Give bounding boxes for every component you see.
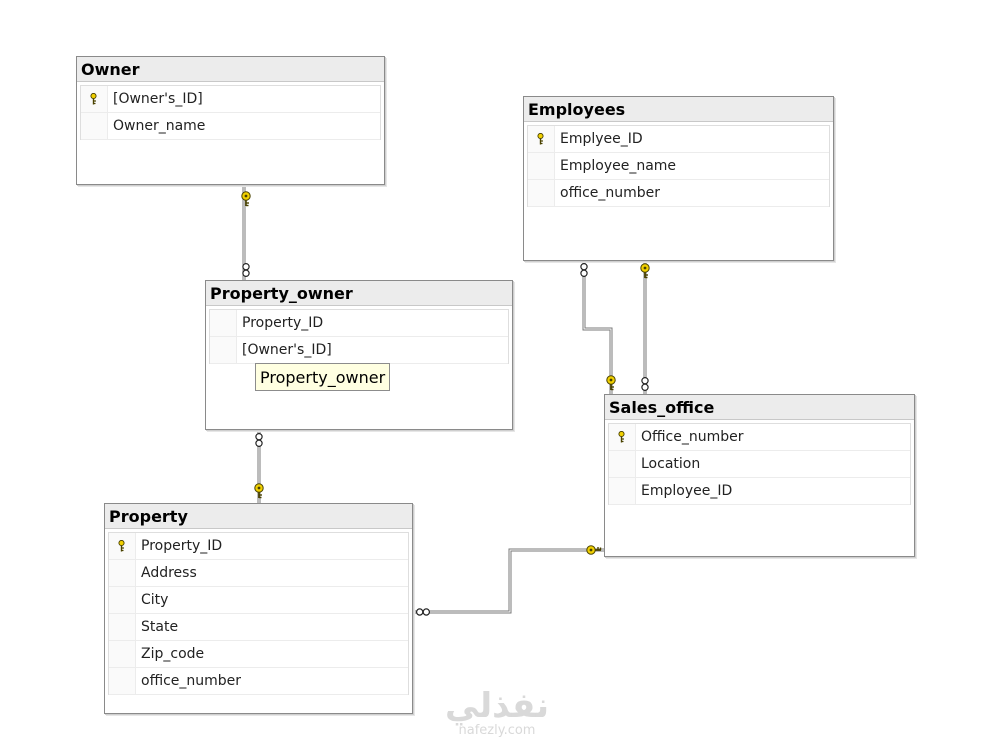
field-row[interactable]: office_number <box>109 668 408 695</box>
employees-fields: Emplyee_ID Employee_name office_number <box>527 125 830 207</box>
field-row[interactable]: State <box>109 614 408 641</box>
field-row[interactable]: Office_number <box>609 424 910 451</box>
owner-table-title[interactable]: Owner <box>77 57 384 82</box>
owner-table[interactable]: Owner [Owner's_ID] Owner_name <box>76 56 385 185</box>
property-owner-table-title[interactable]: Property_owner <box>206 281 512 306</box>
field-row[interactable]: Employee_name <box>528 153 829 180</box>
field-row[interactable]: [Owner's_ID] <box>210 337 508 364</box>
field-label: Location <box>641 456 701 472</box>
field-row[interactable]: Employee_ID <box>609 478 910 505</box>
field-label: Emplyee_ID <box>560 131 643 147</box>
rel-property-owner-property[interactable] <box>254 430 265 503</box>
field-row[interactable]: Emplyee_ID <box>528 126 829 153</box>
field-label: Property_ID <box>141 538 223 554</box>
watermark-logo: نفذلي <box>444 686 550 726</box>
field-label: Address <box>141 565 197 581</box>
primary-key-icon <box>118 540 125 552</box>
sales-office-table[interactable]: Sales_office Office_number Location Empl… <box>604 394 915 557</box>
owner-fields: [Owner's_ID] Owner_name <box>80 85 381 140</box>
primary-key-icon <box>90 93 97 105</box>
field-row[interactable]: [Owner's_ID] <box>81 86 380 113</box>
field-label: Zip_code <box>141 646 205 662</box>
property-table[interactable]: Property Property_ID Address City State <box>104 503 413 714</box>
rel-owner-property-owner[interactable] <box>241 186 251 280</box>
field-row[interactable]: Property_ID <box>109 533 408 560</box>
primary-key-icon <box>537 133 544 145</box>
field-label: City <box>141 592 169 608</box>
field-label: [Owner's_ID] <box>113 91 203 107</box>
field-label: [Owner's_ID] <box>242 342 332 358</box>
field-label: office_number <box>141 673 242 689</box>
field-row[interactable]: Location <box>609 451 910 478</box>
field-label: Owner_name <box>113 118 206 134</box>
field-row[interactable]: City <box>109 587 408 614</box>
field-label: Employee_name <box>560 158 677 174</box>
field-row[interactable]: office_number <box>528 180 829 207</box>
rel-employees-sales-office-a[interactable] <box>580 261 617 395</box>
property-fields: Property_ID Address City State Zip_code … <box>108 532 409 695</box>
watermark: نفذلي nafezly.com <box>436 688 558 738</box>
field-row[interactable]: Property_ID <box>210 310 508 337</box>
rel-property-sales-office[interactable] <box>413 544 604 616</box>
watermark-domain: nafezly.com <box>458 723 536 738</box>
field-row[interactable]: Owner_name <box>81 113 380 140</box>
employees-table[interactable]: Employees Emplyee_ID Employee_name offic… <box>523 96 834 261</box>
property-table-title[interactable]: Property <box>105 504 412 529</box>
property-owner-table[interactable]: Property_owner Property_ID [Owner's_ID] <box>205 280 513 430</box>
employees-table-title[interactable]: Employees <box>524 97 833 122</box>
field-row[interactable]: Address <box>109 560 408 587</box>
field-label: Property_ID <box>242 315 324 331</box>
field-label: office_number <box>560 185 661 201</box>
rel-employees-sales-office-b[interactable] <box>639 261 651 395</box>
sales-office-fields: Office_number Location Employee_ID <box>608 423 911 505</box>
field-label: Office_number <box>641 429 744 445</box>
primary-key-icon <box>618 431 625 443</box>
field-label: State <box>141 619 179 635</box>
field-label: Employee_ID <box>641 483 733 499</box>
tooltip: Property_owner <box>255 363 391 391</box>
property-owner-fields: Property_ID [Owner's_ID] <box>209 309 509 364</box>
sales-office-table-title[interactable]: Sales_office <box>605 395 914 420</box>
field-row[interactable]: Zip_code <box>109 641 408 668</box>
